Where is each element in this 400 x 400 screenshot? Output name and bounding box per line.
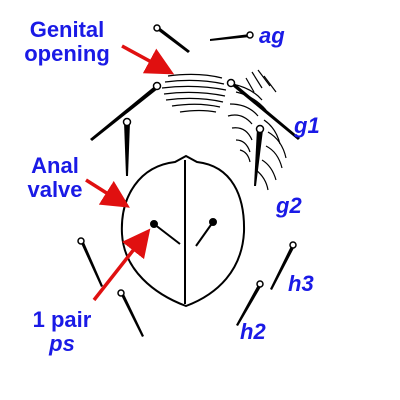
- anal-valve: [120, 154, 246, 308]
- label-pair-ps-line1: 1 pair: [32, 307, 92, 332]
- label-pair-ps-line2: ps: [49, 331, 75, 356]
- label-anal-valve-line1: Anal: [31, 153, 79, 178]
- label-genital-opening-line2: opening: [24, 41, 110, 66]
- pointer-arrows: [85, 44, 175, 302]
- arrow-anal-valve: [85, 178, 130, 208]
- setae: [77, 24, 300, 337]
- label-h3: h3: [288, 271, 314, 296]
- label-pair-ps: 1 pair ps: [20, 308, 104, 356]
- label-g2: g2: [276, 193, 302, 218]
- cuticle-folds: [227, 69, 287, 191]
- arrow-pair-ps: [92, 228, 151, 302]
- ps-setae: [150, 218, 217, 247]
- label-anal-valve: Anal valve: [18, 154, 92, 202]
- label-genital-opening-line1: Genital: [29, 17, 105, 42]
- label-genital-opening: Genital opening: [12, 18, 122, 66]
- genital-opening-striations: [161, 73, 227, 113]
- label-anal-valve-line2: valve: [27, 177, 83, 202]
- label-g1: g1: [294, 113, 320, 138]
- label-ag: ag: [259, 23, 285, 48]
- label-h2: h2: [240, 319, 266, 344]
- arrow-genital-opening: [121, 44, 175, 75]
